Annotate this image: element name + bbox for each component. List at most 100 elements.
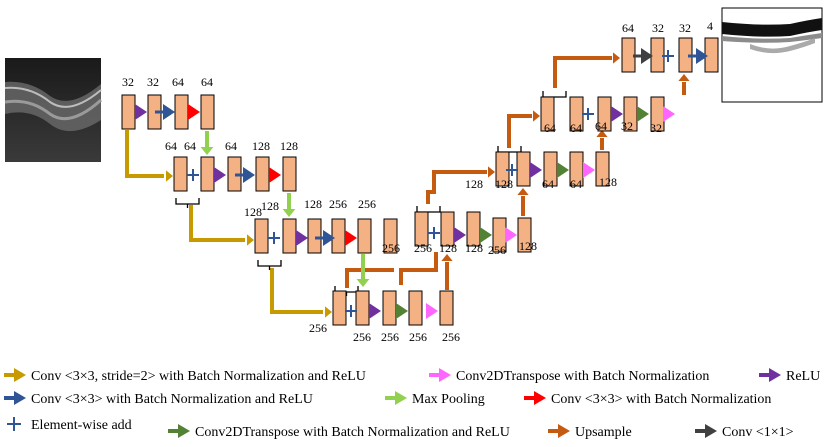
arrow-head: [596, 130, 608, 137]
legend-conv2dt_green-icon: [178, 424, 190, 438]
channel-label: 32: [147, 75, 159, 89]
channel-label: 128: [519, 239, 537, 253]
connector-lines: [125, 52, 690, 318]
feature-map-block: [173, 156, 188, 192]
operation-arrow: [557, 162, 569, 178]
legend-label: Conv <3×3> with Batch Normalization: [551, 392, 771, 407]
skip-path-2: [189, 205, 245, 242]
operation-arrow: [663, 106, 675, 122]
feature-map-block: [383, 218, 398, 254]
operation-arrow: [396, 303, 408, 319]
operation-arrow: [188, 104, 200, 120]
feature-map-block: [200, 94, 215, 130]
upsample-path-2: [345, 268, 394, 288]
channel-label: 128: [252, 139, 270, 153]
feature-map-block: [595, 151, 610, 187]
operation-arrow: [323, 230, 335, 246]
operation-arrow: [243, 167, 255, 183]
operation-arrow: [480, 227, 492, 243]
channel-label: 256: [329, 197, 347, 211]
output-image: [721, 7, 823, 103]
legend-label: Conv <1×1>: [722, 425, 794, 440]
input-image: [4, 58, 103, 162]
legend-label: Element-wise add: [31, 418, 132, 433]
operation-arrow: [135, 104, 147, 120]
feature-map-block: [355, 290, 370, 326]
operation-arrow: [696, 48, 708, 64]
channel-label: 64: [570, 121, 582, 135]
arrow-head: [488, 166, 495, 178]
channel-label: 128: [599, 175, 617, 189]
feature-map-block: [516, 151, 531, 187]
channel-label: 32: [652, 21, 664, 35]
operation-arrow: [345, 230, 357, 246]
arrow-head: [325, 306, 332, 318]
channel-label: 64: [201, 75, 213, 89]
feature-map-block: [200, 156, 215, 192]
feature-map-block: [282, 218, 297, 254]
legend-label: Upsample: [575, 425, 632, 440]
arrow-head: [247, 234, 254, 246]
legend-upsample-icon: [558, 424, 570, 438]
legend-max_pool-icon: [395, 391, 407, 405]
operation-arrow: [426, 303, 438, 319]
operation-arrow: [641, 48, 653, 64]
channel-label: 128: [280, 139, 298, 153]
feature-map-block: [121, 94, 136, 130]
feature-map-block: [414, 211, 429, 247]
channel-label: 4: [707, 19, 713, 33]
operation-arrow: [214, 167, 226, 183]
legend-conv3x3-icon: [14, 391, 26, 405]
operation-arrow: [583, 162, 595, 178]
channel-label: 64: [184, 139, 196, 153]
feature-map-block: [408, 290, 423, 326]
legend-conv1x1-icon: [705, 424, 717, 438]
group-bracket: [416, 206, 441, 213]
feature-map-block: [282, 156, 297, 192]
arrow-head: [282, 209, 296, 217]
channel-label: 64: [622, 21, 634, 35]
feature-map-block: [357, 218, 372, 254]
feature-map-block: [307, 218, 322, 254]
feature-map-block: [517, 217, 532, 253]
legend-label: Conv <3×3, stride=2> with Batch Normaliz…: [31, 369, 366, 384]
upsample-path-9: [399, 252, 438, 285]
legend-label: Conv2DTranspose with Batch Normalization…: [195, 425, 510, 440]
legend-label: Conv <3×3> with Batch Normalization and …: [31, 392, 313, 407]
legend-conv3x3_red-icon: [534, 391, 546, 405]
channel-label: 256: [414, 241, 432, 255]
feature-map-block: [540, 96, 555, 132]
arrow-head: [678, 74, 690, 81]
channel-label: 32: [621, 119, 633, 133]
legend-relu-icon: [769, 368, 781, 382]
upsample-path-4: [507, 114, 532, 148]
arrow-head: [613, 52, 620, 64]
channel-label: 128: [304, 197, 322, 211]
feature-map-block: [382, 290, 397, 326]
channel-label: 256: [382, 241, 400, 255]
channel-label: 256: [488, 243, 506, 257]
channel-label: 128: [465, 241, 483, 255]
channel-label: 128: [465, 177, 483, 191]
legend: Conv <3×3, stride=2> with Batch Normaliz…: [4, 368, 820, 440]
channel-label: 128: [439, 241, 457, 255]
legend-label: ReLU: [786, 369, 820, 384]
channel-label: 64: [595, 119, 607, 133]
legend-label: Max Pooling: [412, 392, 485, 407]
feature-map-block: [255, 156, 270, 192]
feature-map-block: [439, 290, 454, 326]
arrow-head: [200, 147, 214, 155]
operation-arrow: [163, 104, 175, 120]
operation-arrow: [611, 106, 623, 122]
feature-map-block: [254, 218, 269, 254]
operation-arrows: [135, 48, 708, 319]
channel-label: 256: [353, 330, 371, 344]
group-bracket: [175, 198, 200, 205]
group-bracket: [542, 91, 567, 98]
channel-label: 128: [495, 177, 513, 191]
channel-label: 128: [261, 199, 279, 213]
operation-arrow: [269, 167, 281, 183]
feature-map-block: [174, 94, 189, 130]
skip-path-1: [125, 130, 164, 178]
